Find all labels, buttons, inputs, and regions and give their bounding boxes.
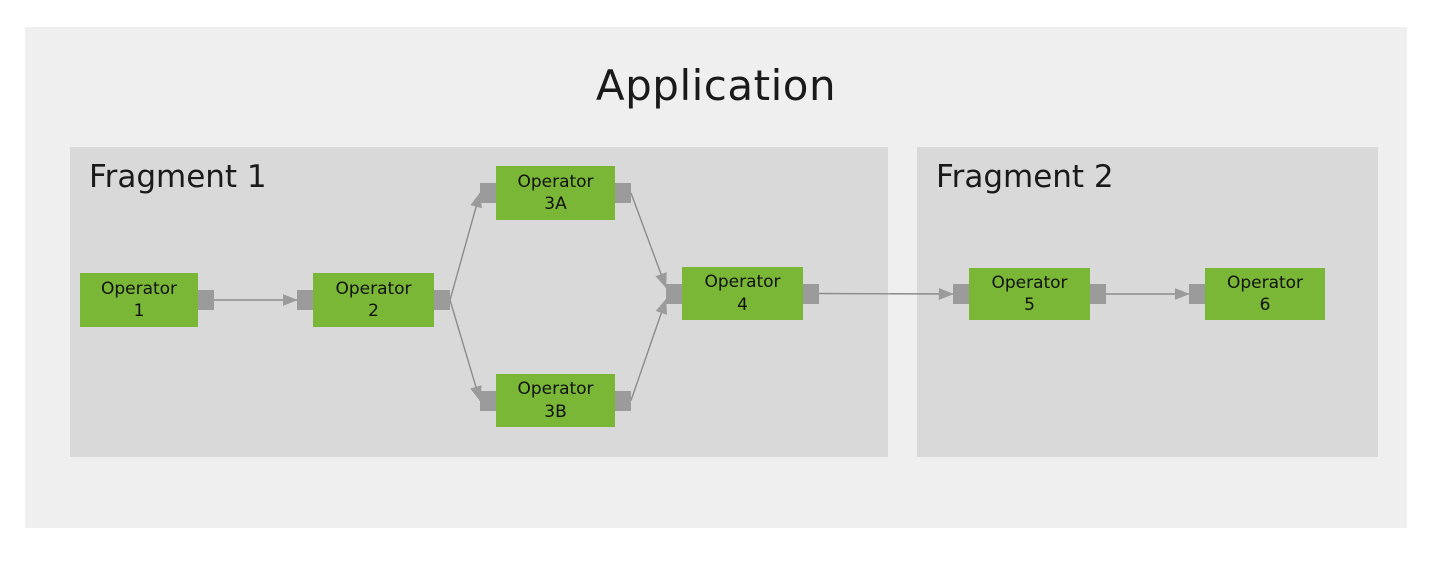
operator-4-input-port bbox=[666, 283, 682, 304]
operator-label: Operator bbox=[1226, 272, 1304, 293]
edge-op2-to-op3b bbox=[449, 299, 482, 402]
application-title: Application bbox=[595, 61, 837, 110]
operator-label: Operator bbox=[704, 272, 781, 293]
operator-label: Operator bbox=[991, 272, 1068, 293]
operator-3b-input-port bbox=[480, 390, 496, 411]
fragment-1-label: Fragment 1 bbox=[89, 159, 267, 195]
fragment-2-label: Fragment 2 bbox=[936, 159, 1114, 195]
operator-3b-output-port bbox=[615, 390, 631, 411]
operator-5-output-port bbox=[1090, 284, 1106, 304]
operator-number: 2 bbox=[368, 301, 379, 321]
operator-number: 4 bbox=[737, 294, 748, 315]
operator-label: Operator bbox=[517, 379, 594, 400]
operator-label: Operator bbox=[335, 278, 412, 299]
edge-op2-to-op3a bbox=[449, 192, 482, 301]
operator-number: 3B bbox=[544, 401, 567, 422]
edge-op3a-to-op4 bbox=[630, 192, 667, 289]
operator-label: Operator bbox=[517, 171, 594, 192]
operator-5-input-port bbox=[953, 284, 969, 304]
operator-number: 6 bbox=[1259, 295, 1271, 315]
operator-2-output-port bbox=[434, 290, 450, 310]
operator-6-input-port bbox=[1189, 284, 1205, 304]
operator-number: 5 bbox=[1024, 295, 1035, 315]
operator-2-input-port bbox=[297, 290, 313, 310]
edge-op3b-to-op4 bbox=[630, 298, 668, 401]
operator-3a-input-port bbox=[480, 183, 496, 203]
operator-1-output-port bbox=[198, 290, 214, 310]
operator-3a-output-port bbox=[615, 183, 631, 203]
operator-number: 1 bbox=[133, 301, 145, 321]
edge-op4-to-op5 bbox=[818, 287, 954, 300]
operator-4-output-port bbox=[803, 283, 819, 304]
operator-label: Operator bbox=[100, 278, 178, 299]
operator-number: 3A bbox=[544, 194, 567, 214]
